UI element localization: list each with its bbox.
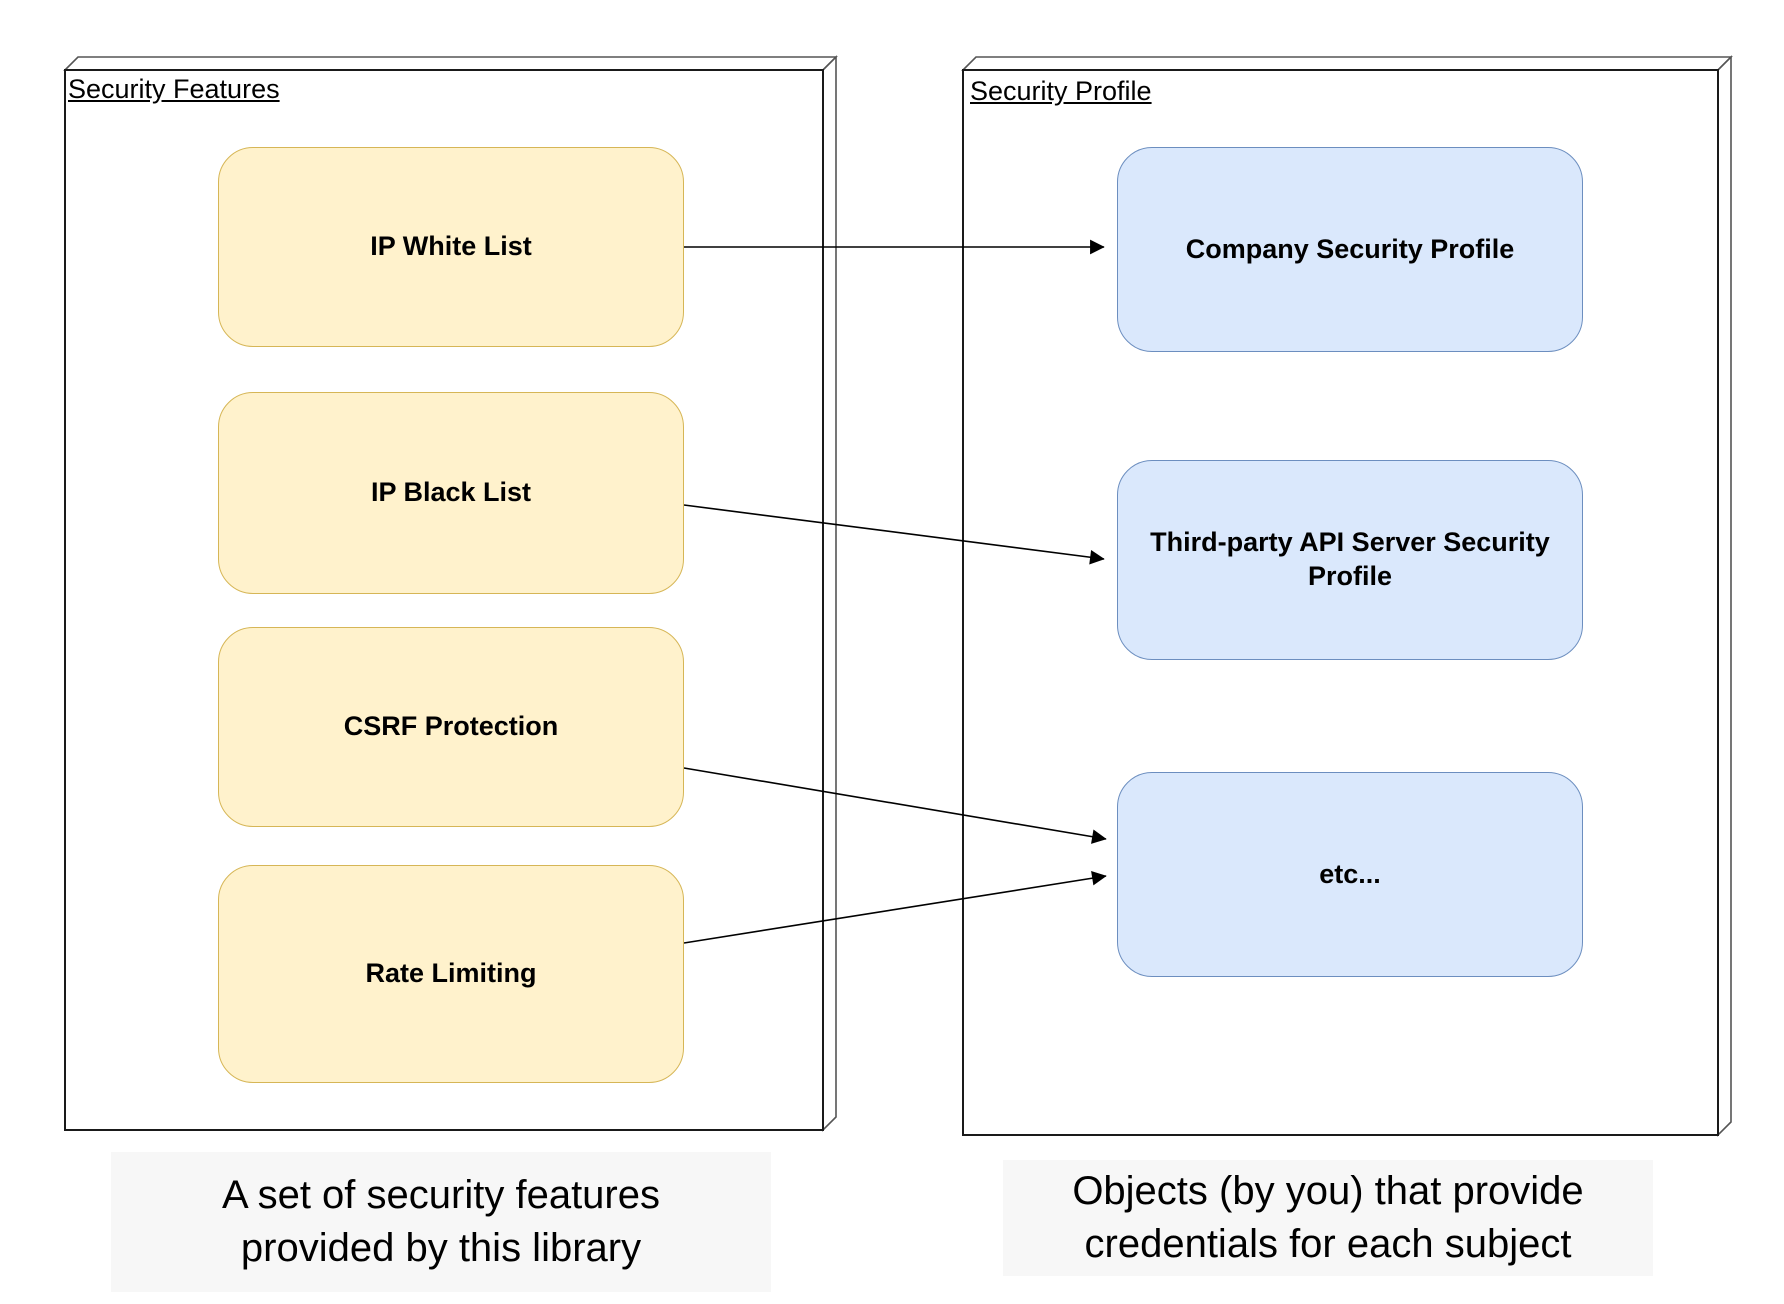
arrow-rate-limiting-to-etc bbox=[683, 870, 1107, 944]
container-right-top-face bbox=[961, 56, 1733, 71]
caption-text: Objects (by you) that provide credential… bbox=[1072, 1168, 1584, 1266]
node-label: Rate Limiting bbox=[365, 958, 537, 989]
node-label: etc... bbox=[1319, 858, 1381, 889]
node-label: IP White List bbox=[370, 231, 532, 262]
node-ip-black-list[interactable]: IP Black List bbox=[218, 392, 684, 594]
arrow-csrf-protection-to-etc bbox=[683, 767, 1107, 844]
container-left-top-face bbox=[63, 56, 838, 71]
arrow-ip-black-list-to-thirdparty-profile bbox=[683, 504, 1105, 565]
node-label: CSRF Protection bbox=[343, 711, 559, 742]
container-right-side-face bbox=[1717, 55, 1732, 1137]
node-csrf-protection[interactable]: CSRF Protection bbox=[218, 627, 684, 827]
node-ip-white-list[interactable]: IP White List bbox=[218, 147, 684, 347]
caption-text: A set of security features provided by t… bbox=[222, 1172, 660, 1270]
node-thirdparty-api-server-security-profile[interactable]: Third-party API Server Security Profile bbox=[1117, 460, 1583, 660]
node-label: Third-party API Server Security Profile bbox=[1150, 527, 1550, 591]
container-left-side-face bbox=[822, 55, 837, 1132]
node-company-security-profile[interactable]: Company Security Profile bbox=[1117, 147, 1583, 352]
node-label: IP Black List bbox=[370, 477, 532, 508]
caption-security-features: A set of security features provided by t… bbox=[111, 1152, 771, 1292]
container-title-security-profile: Security Profile bbox=[970, 76, 1152, 106]
node-label: Company Security Profile bbox=[1185, 233, 1515, 264]
node-rate-limiting[interactable]: Rate Limiting bbox=[218, 865, 684, 1083]
node-etc[interactable]: etc... bbox=[1117, 772, 1583, 977]
caption-security-profile: Objects (by you) that provide credential… bbox=[1003, 1160, 1653, 1276]
container-title-security-features: Security Features bbox=[68, 74, 280, 104]
